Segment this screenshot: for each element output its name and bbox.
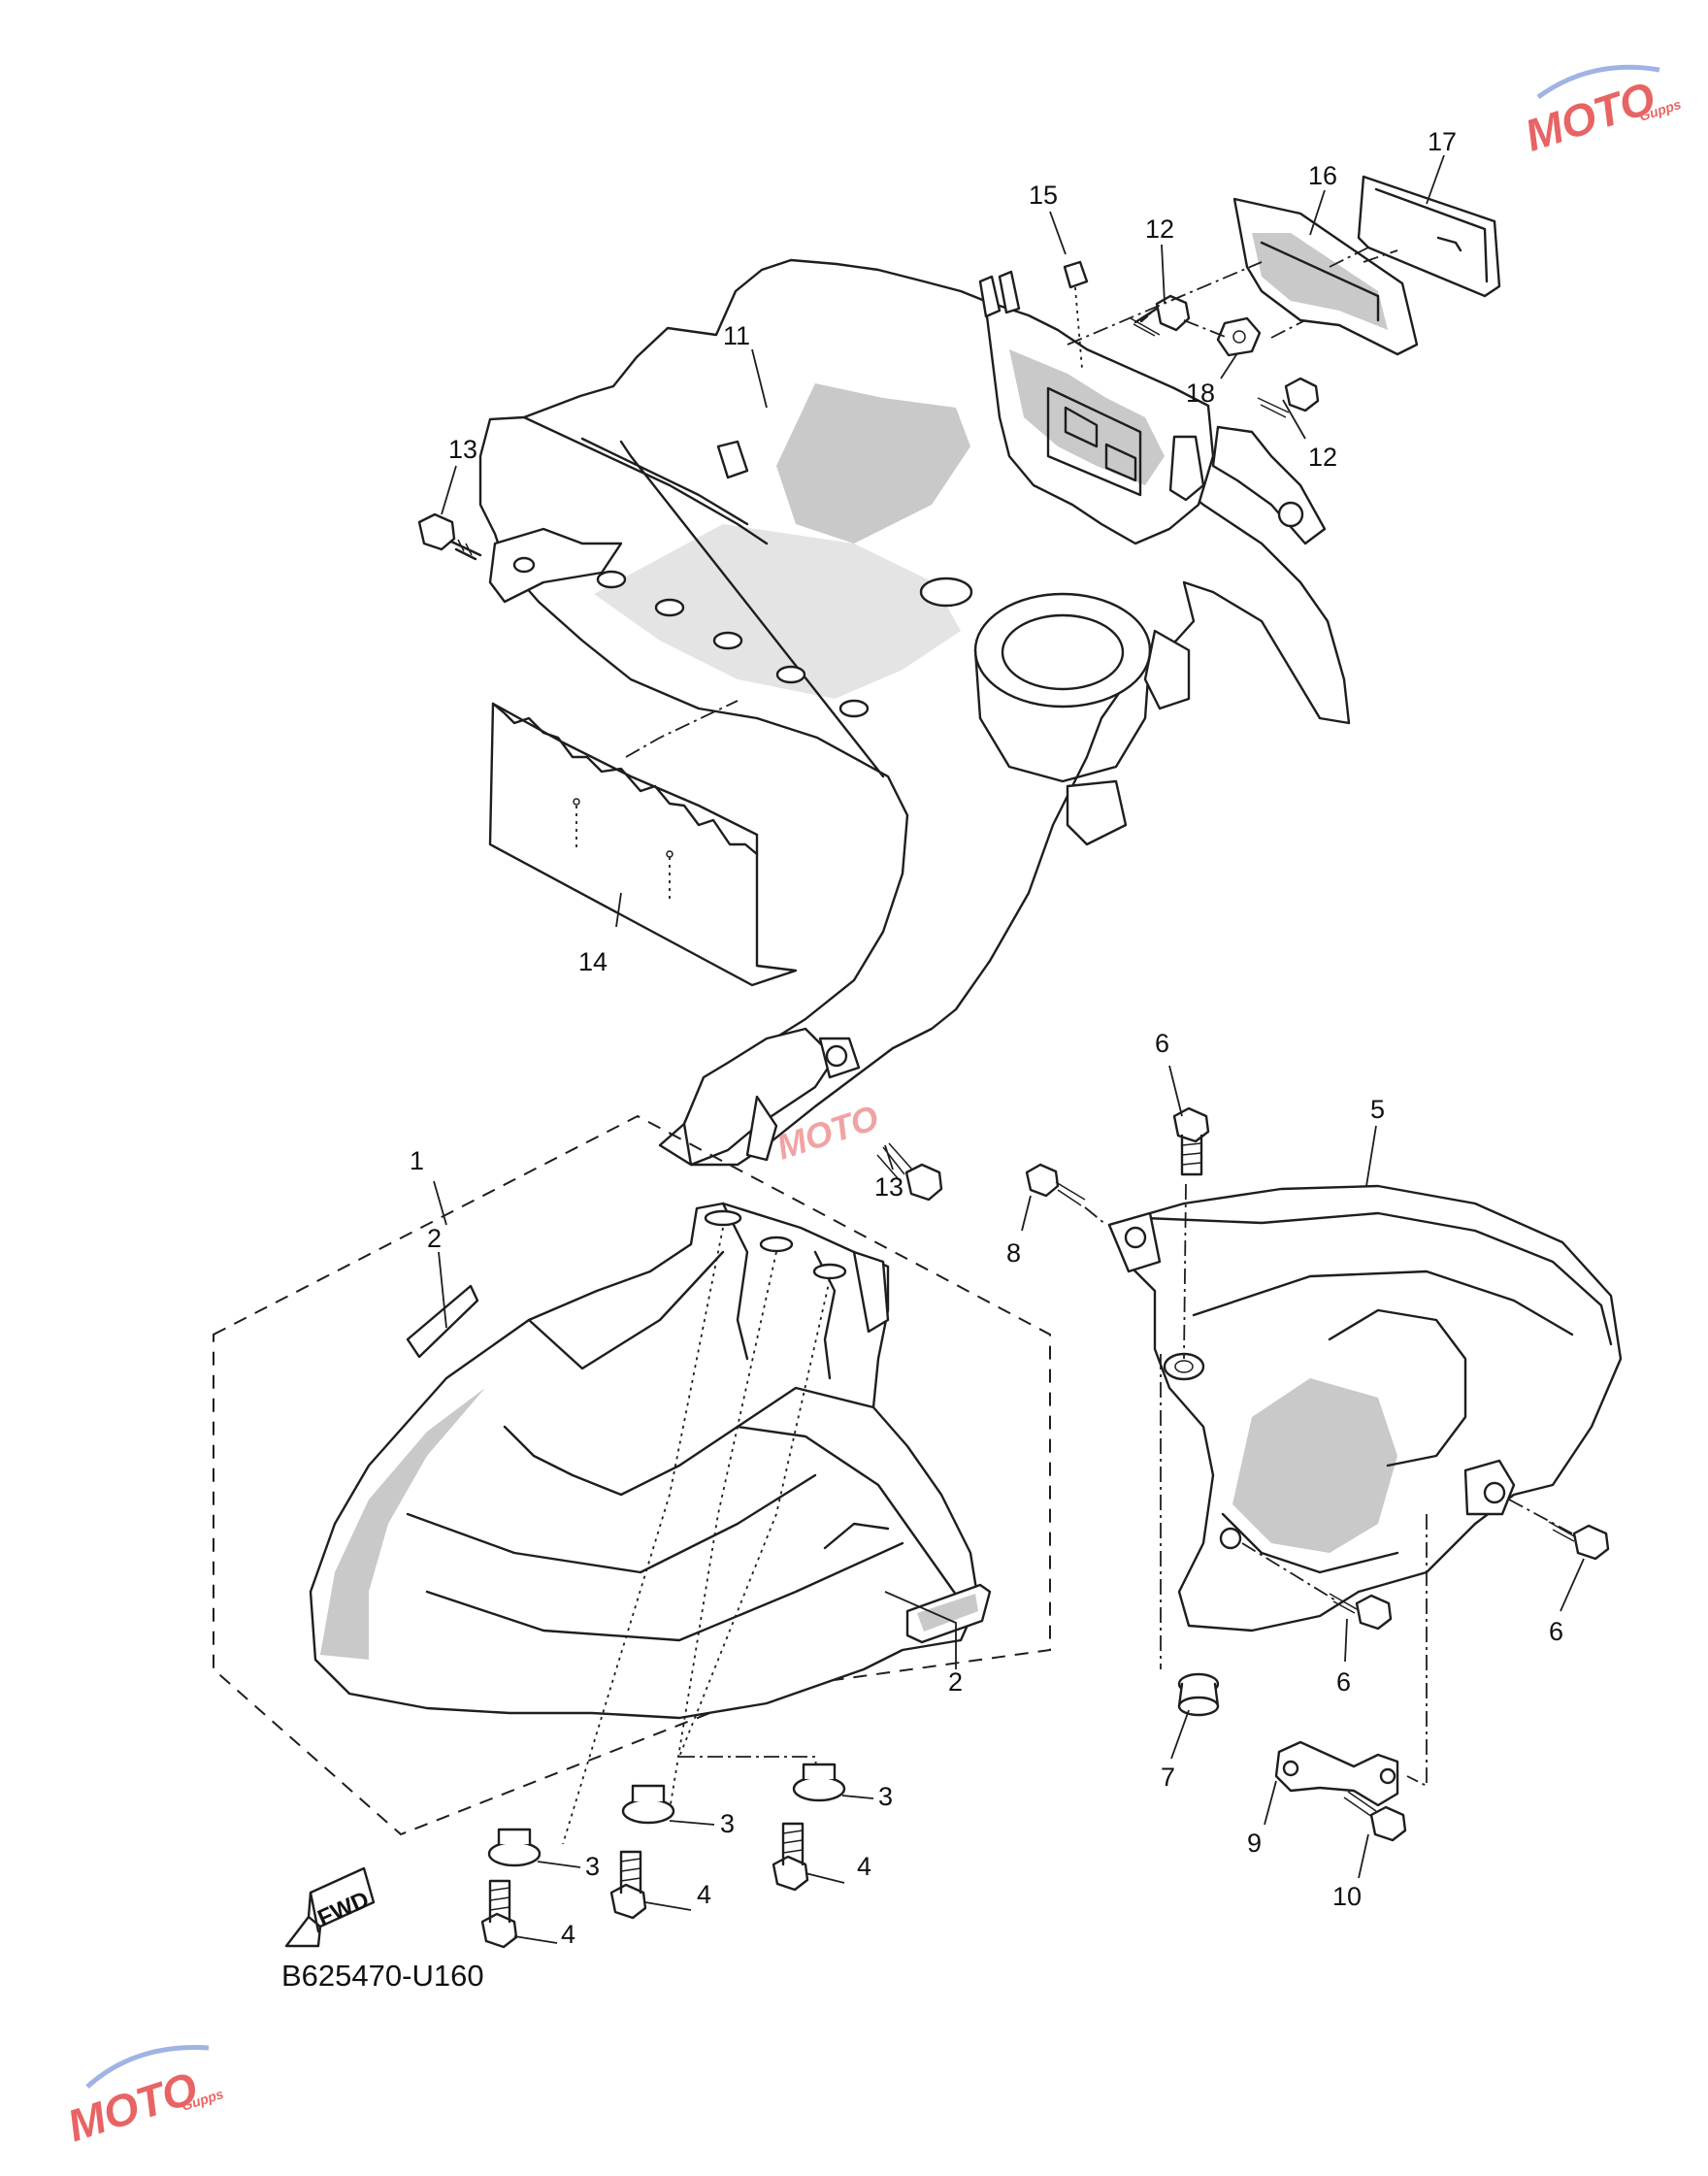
diagram-code: B625470-U160 — [281, 1959, 484, 1993]
bolt-4-right — [772, 1822, 809, 1892]
rear-fender-part-11 — [478, 258, 1351, 1167]
callout-2-right: 2 — [948, 1667, 963, 1697]
screw-12-upper — [1130, 294, 1191, 337]
watermark-bottom-left: MOTO Gupps — [61, 2045, 225, 2151]
callout-14: 14 — [578, 947, 608, 976]
callout-11: 11 — [723, 321, 750, 350]
callout-1: 1 — [410, 1146, 424, 1175]
bolt-8 — [1025, 1163, 1086, 1206]
callout-3-middle: 3 — [720, 1809, 735, 1838]
callout-6-lower: 6 — [1336, 1667, 1351, 1697]
collar-3-middle — [621, 1784, 675, 1825]
callout-13-lower: 13 — [874, 1172, 903, 1202]
callout-6-top: 6 — [1155, 1029, 1169, 1058]
callout-18: 18 — [1186, 379, 1215, 408]
callout-4-right: 4 — [857, 1852, 871, 1881]
bolt-13-upper — [417, 512, 482, 561]
splash-panel-part-14 — [488, 700, 798, 987]
callout-9: 9 — [1247, 1829, 1262, 1858]
leader-lines — [433, 154, 1585, 1944]
callout-6-right: 6 — [1549, 1617, 1563, 1646]
bolt-6-lower — [1329, 1593, 1393, 1631]
bolt-10 — [1343, 1791, 1407, 1842]
grommet-7 — [1177, 1672, 1220, 1717]
bolt-6-top — [1172, 1106, 1210, 1176]
license-light-group — [1063, 175, 1501, 418]
callout-12-lower: 12 — [1308, 443, 1337, 472]
callout-17: 17 — [1428, 127, 1457, 156]
callout-16: 16 — [1308, 161, 1337, 190]
callout-3-right: 3 — [878, 1782, 893, 1811]
callout-12-upper: 12 — [1145, 214, 1174, 244]
screw-12-lower — [1257, 377, 1320, 418]
callout-13-upper: 13 — [448, 435, 477, 464]
callout-2-left: 2 — [427, 1224, 442, 1253]
watermark-top-right: MOTO Gupps — [1519, 64, 1683, 161]
bolt-6-right — [1548, 1521, 1610, 1561]
bolt-4-left — [480, 1879, 518, 1949]
callout-3-left: 3 — [585, 1852, 600, 1881]
callout-10: 10 — [1332, 1882, 1362, 1911]
bolt-4-middle — [609, 1850, 647, 1920]
inner-fender-part-5 — [1084, 1183, 1623, 1788]
callout-8: 8 — [1006, 1238, 1021, 1268]
callout-4-middle: 4 — [697, 1880, 711, 1909]
forward-arrow: FWD — [284, 1866, 376, 1948]
callout-4-left: 4 — [561, 1920, 575, 1949]
callout-7: 7 — [1161, 1763, 1175, 1792]
callout-15: 15 — [1029, 181, 1058, 210]
bracket-9 — [1274, 1740, 1399, 1807]
callout-5: 5 — [1370, 1095, 1385, 1124]
collar-3-left — [487, 1828, 542, 1867]
collar-3-right — [792, 1763, 846, 1802]
callout-numbers: 1 2 2 3 3 3 4 4 4 5 6 6 6 7 8 9 10 11 12… — [410, 127, 1563, 1949]
front-fender-part-1 — [213, 1114, 1051, 1845]
